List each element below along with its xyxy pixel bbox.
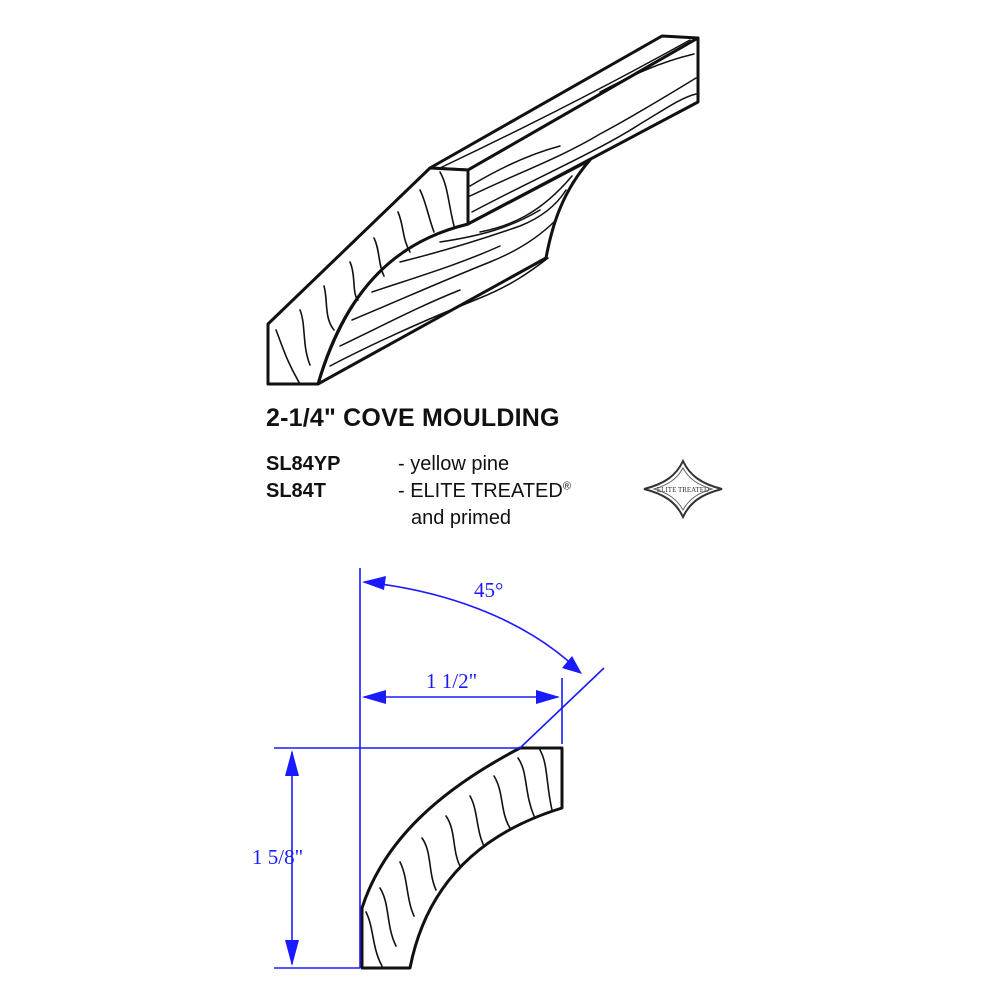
profile-grain-lines: [365, 749, 553, 967]
desc-elite-treated: - ELITE TREATED®: [398, 480, 571, 503]
sku-yellow-pine: SL84YP: [266, 453, 341, 475]
profile-section: [360, 746, 564, 970]
logo-inner-outline: [652, 466, 714, 512]
angle-label: 45°: [474, 578, 503, 602]
sku-elite-treated: SL84T: [266, 480, 327, 502]
angle-arrow-end: [562, 656, 582, 674]
width-label: 1 1/2": [426, 669, 477, 693]
width-arrow-left: [362, 690, 386, 704]
desc-yellow-pine: - yellow pine: [398, 453, 509, 476]
dimension-lines: [274, 568, 605, 969]
product-title: 2-1/4" COVE MOULDING: [266, 404, 560, 432]
angle-arc: [363, 581, 577, 669]
logo-text: ELITE TREATED: [657, 486, 709, 494]
desc-elite-treated-line2: and primed: [411, 507, 512, 529]
angle-arrow-start: [362, 576, 386, 590]
elite-treated-logo: ELITE TREATED: [643, 458, 723, 520]
logo-star-outline: [643, 458, 723, 520]
height-label: 1 5/8": [252, 845, 303, 869]
face-grain-lines: [439, 39, 697, 213]
height-arrow-top: [285, 750, 299, 776]
isometric-moulding: [266, 34, 700, 386]
cove-grain-lines: [329, 175, 573, 367]
width-arrow-right: [536, 690, 560, 704]
end-grain-lines: [275, 171, 455, 385]
desc-yellow-pine-text: - yellow pine: [398, 453, 510, 475]
dimension-arrowheads: [285, 576, 582, 966]
moulding-end-profile: [266, 166, 470, 386]
height-arrow-bottom: [285, 940, 299, 966]
desc-elite-treated-text: - ELITE TREATED: [398, 480, 563, 502]
registered-mark: ®: [562, 480, 571, 493]
